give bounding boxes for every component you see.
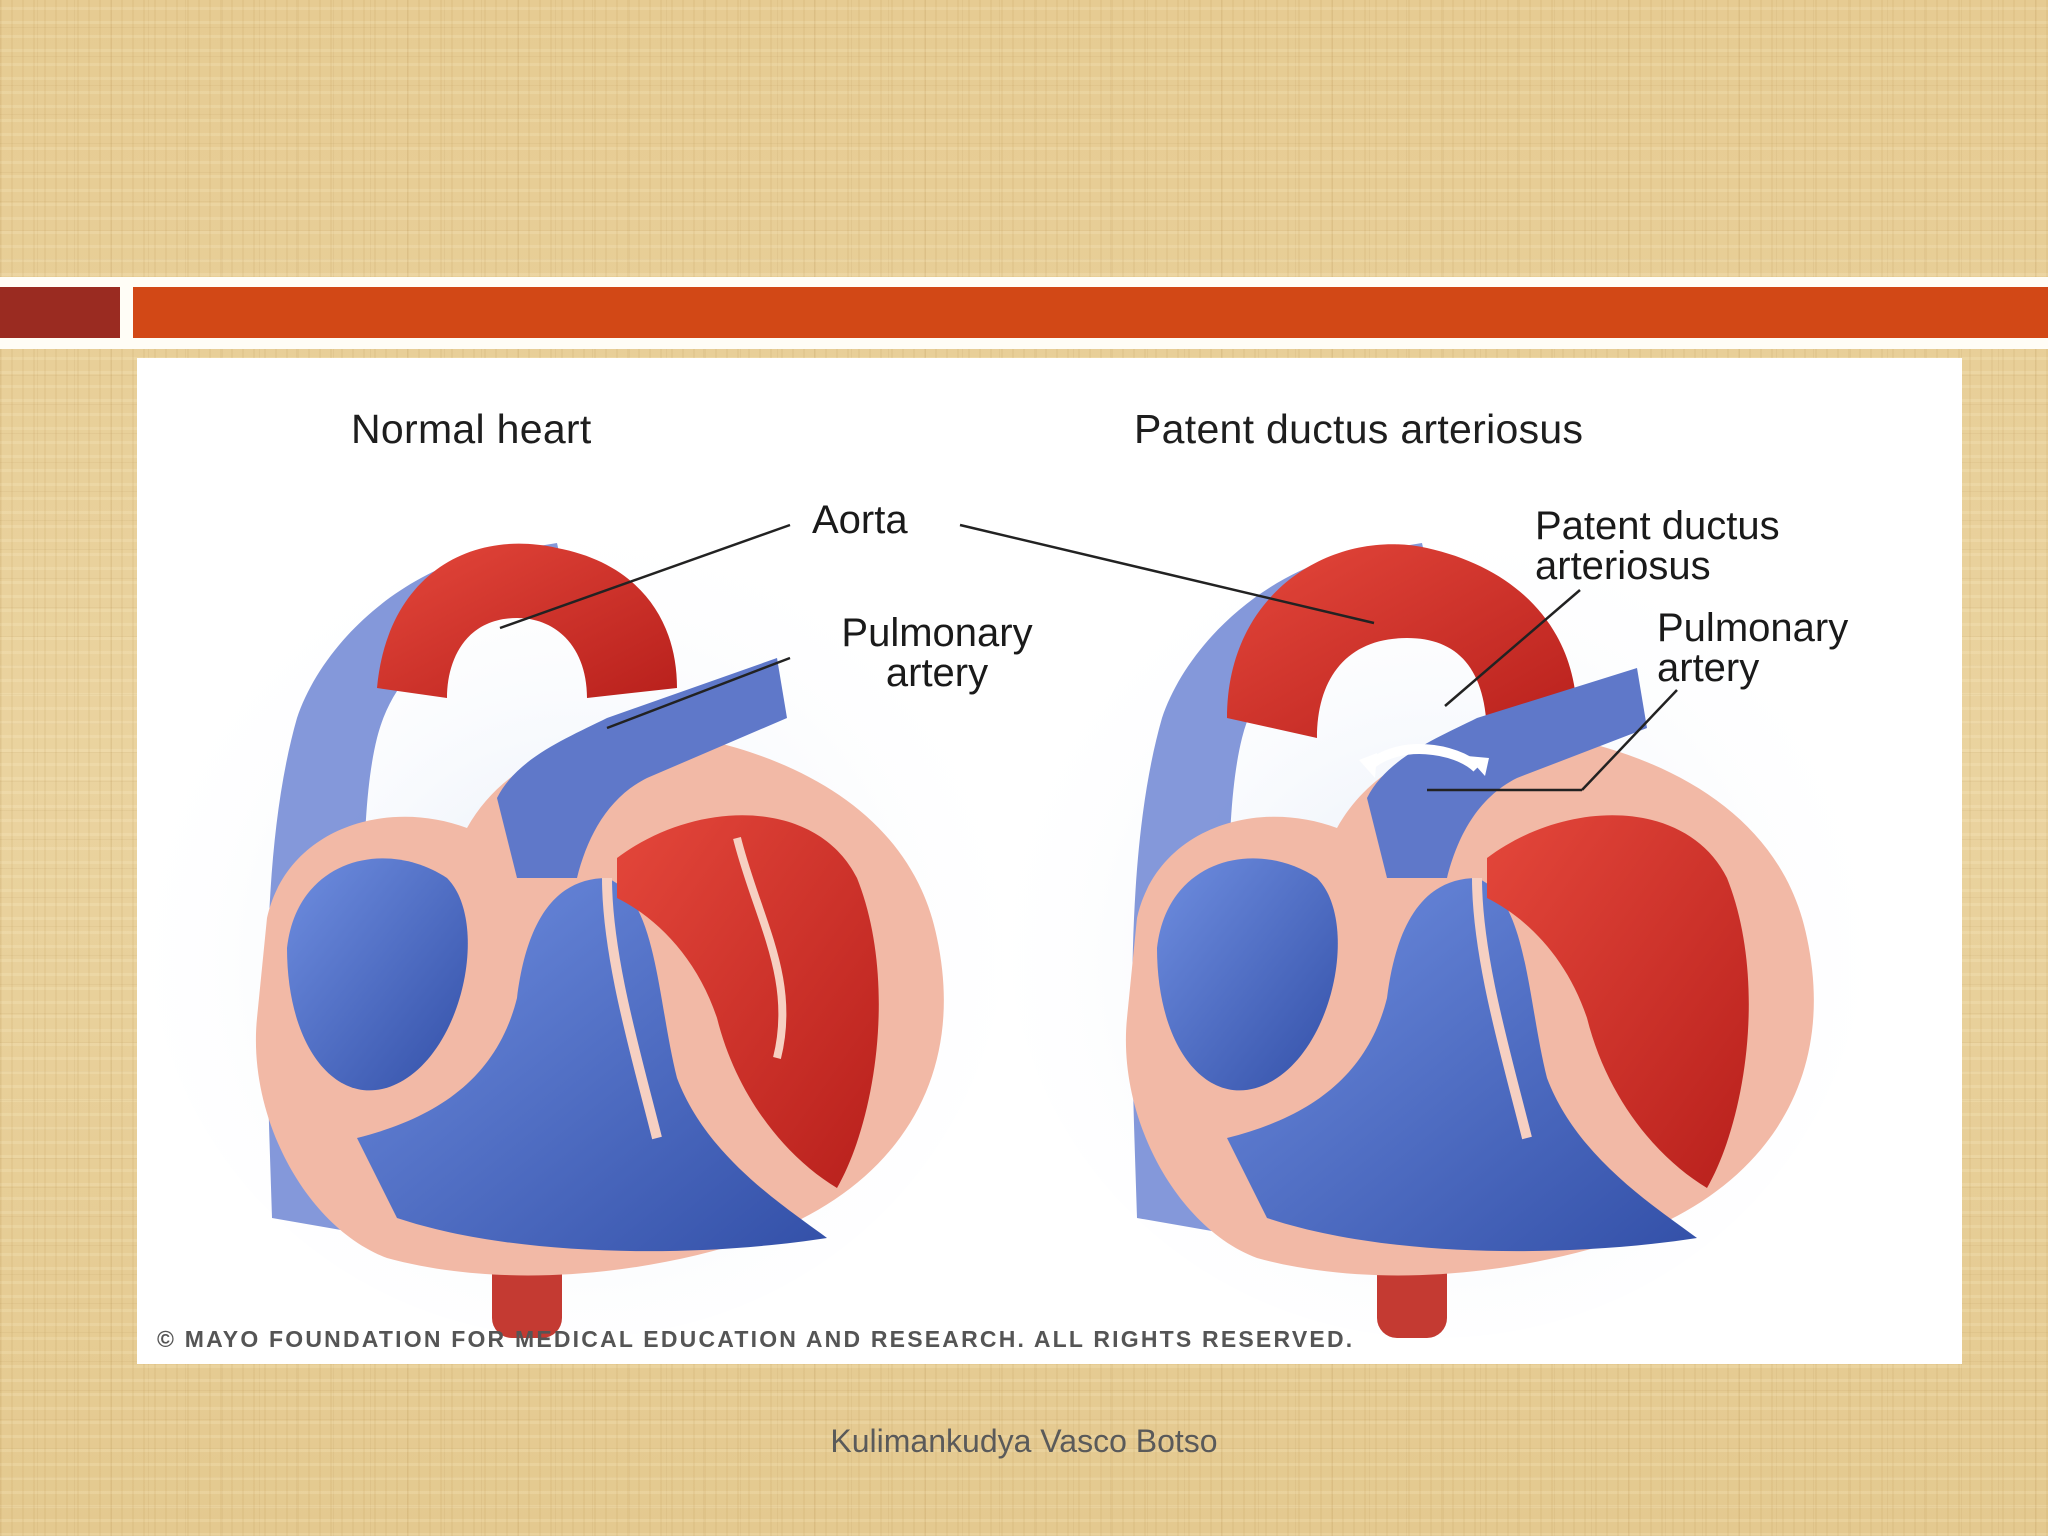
heart-diagram-figure: Normal heart Patent ductus arteriosus Ao… [137,358,1962,1364]
header-accent-left [0,287,120,338]
label-pulmonary-line2: artery [885,651,989,695]
label-pda-line2: arteriosus [1535,544,1711,588]
label-pulmonary-line2: artery [1657,646,1760,690]
label-patent-ductus-arteriosus: Patent ductus arteriosus [1535,506,1780,586]
leader-lines [499,523,1678,792]
panel-title-normal-heart: Normal heart [351,406,592,452]
header-accent-bar [133,287,2048,338]
label-pulmonary-line1: Pulmonary [1657,606,1849,650]
label-pulmonary-artery-normal: Pulmonary artery [802,613,1072,693]
label-pda-line1: Patent ductus [1535,504,1780,548]
heart-illustrations [147,498,1867,1338]
label-aorta: Aorta [812,498,908,542]
footer-author: Kulimankudya Vasco Botso [830,1423,1218,1459]
normal-heart-illustration [147,498,1007,1338]
panel-title-pda: Patent ductus arteriosus [1134,406,1584,452]
pda-heart-illustration [1007,498,1867,1338]
label-pulmonary-artery-pda: Pulmonary artery [1657,608,1848,688]
label-pulmonary-line1: Pulmonary [841,611,1033,655]
copyright-notice: © MAYO FOUNDATION FOR MEDICAL EDUCATION … [157,1326,1355,1352]
